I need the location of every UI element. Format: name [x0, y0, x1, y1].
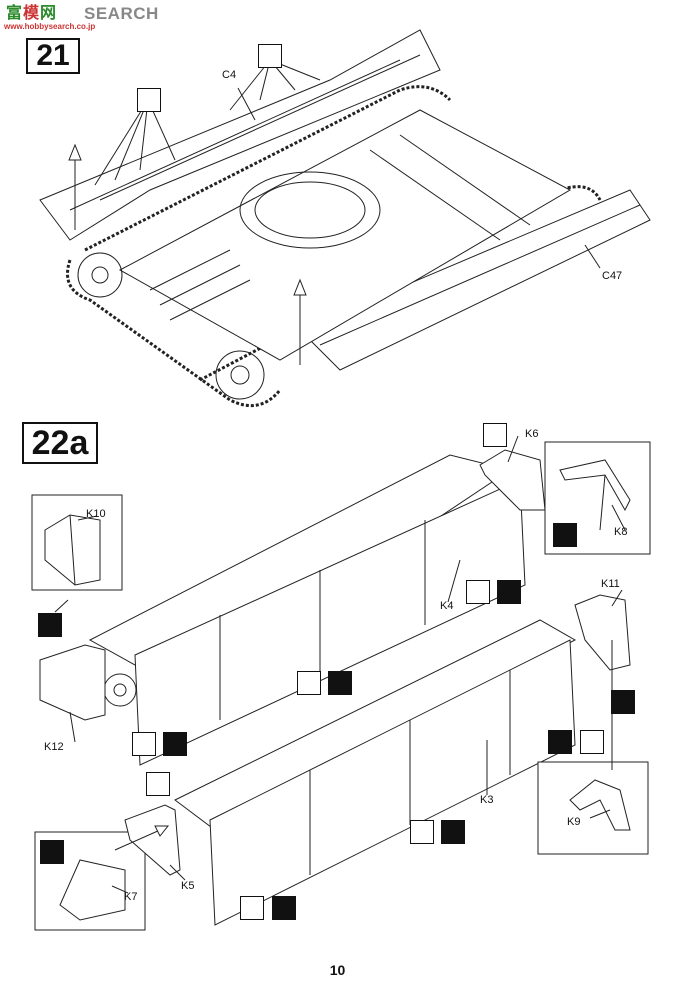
svg-text:富: 富: [6, 3, 22, 22]
glue-bottle-icon: [328, 671, 352, 695]
glue-bottle-icon: [272, 896, 296, 920]
part-label-c47: C47: [602, 270, 623, 282]
part-label-k8: K8: [614, 526, 628, 538]
svg-text:模: 模: [23, 3, 40, 22]
part-label-k10: K10: [86, 508, 106, 520]
glue-icon: [483, 423, 507, 447]
watermark-site-text: SEARCH: [84, 4, 159, 23]
watermark-logo-icon: 富 模 网: [6, 3, 56, 22]
step-number-21: 21: [26, 38, 80, 74]
glue-icon: [297, 671, 321, 695]
glue-bottle-icon: [38, 613, 62, 637]
glue-icon: [132, 732, 156, 756]
step-number-22a: 22a: [22, 422, 98, 464]
part-label-k3: K3: [480, 794, 494, 806]
part-label-k12: K12: [44, 741, 64, 753]
glue-bottle-icon: [40, 840, 64, 864]
hull-assembly-step22a: [31, 435, 651, 931]
glue-bottle-icon: [553, 523, 577, 547]
part-label-k9: K9: [567, 816, 581, 828]
glue-icon: [137, 88, 161, 112]
glue-icon: [466, 580, 490, 604]
watermark-url: www.hobbysearch.co.jp: [4, 22, 96, 31]
hull-assembly-step21: [39, 29, 651, 408]
glue-bottle-icon: [441, 820, 465, 844]
part-label-k6: K6: [525, 428, 539, 440]
part-label-k4: K4: [440, 600, 454, 612]
glue-icon: [410, 820, 434, 844]
glue-bottle-icon: [611, 690, 635, 714]
svg-text:网: 网: [40, 3, 56, 22]
glue-bottle-icon: [163, 732, 187, 756]
part-label-k7: K7: [124, 891, 138, 903]
glue-bottle-icon: [548, 730, 572, 754]
part-label-k11: K11: [601, 578, 620, 590]
glue-icon: [258, 44, 282, 68]
glue-icon: [240, 896, 264, 920]
part-label-k5: K5: [181, 880, 195, 892]
glue-icon: [580, 730, 604, 754]
page-number: 10: [329, 962, 346, 978]
glue-icon: [146, 772, 170, 796]
part-label-c4: C4: [222, 69, 237, 81]
glue-bottle-icon: [497, 580, 521, 604]
